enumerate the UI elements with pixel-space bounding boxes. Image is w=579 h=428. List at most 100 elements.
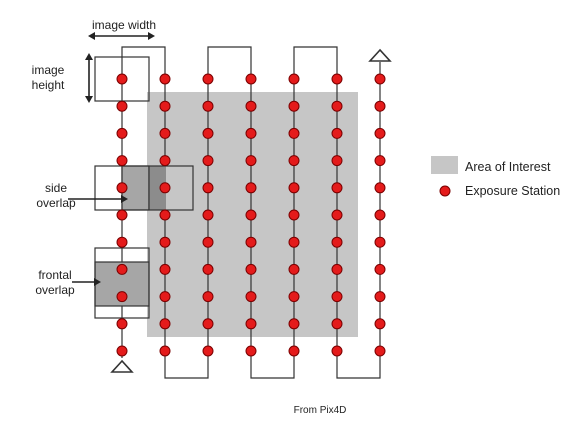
exposure-station [374,100,386,112]
legend-station-label: Exposure Station [465,184,560,198]
exposure-station [288,73,300,85]
exposure-station [116,236,128,248]
legend-station-dot [439,185,451,197]
exposure-station [245,100,257,112]
exposure-station [331,345,343,357]
exposure-station [288,291,300,303]
exposure-station [374,73,386,85]
exposure-station [288,127,300,139]
legend-area-label: Area of Interest [465,160,551,174]
frontal-overlap-frame-bottom [94,261,150,319]
image-height-label-line2: height [32,78,65,92]
exposure-station [331,236,343,248]
exposure-station [116,209,128,221]
exposure-station [116,100,128,112]
exposure-station [374,291,386,303]
exposure-station [288,182,300,194]
exposure-station [374,209,386,221]
start-triangle-icon [110,359,134,373]
exposure-station [159,263,171,275]
exposure-station [288,263,300,275]
exposure-station [202,236,214,248]
exposure-station [159,127,171,139]
frontal-overlap-label-line2: overlap [35,283,75,297]
exposure-station [116,345,128,357]
exposure-station [288,209,300,221]
exposure-stations [116,73,386,357]
side-overlap-pointer-arrow [68,195,128,203]
exposure-station [202,209,214,221]
exposure-station [331,73,343,85]
exposure-station [288,155,300,167]
exposure-station [374,263,386,275]
exposure-station [245,318,257,330]
image-height-arrow [85,53,93,103]
exposure-station [159,182,171,194]
exposure-station [245,155,257,167]
exposure-station [159,73,171,85]
exposure-station [116,291,128,303]
exposure-station [374,236,386,248]
exposure-station [245,182,257,194]
exposure-station [245,291,257,303]
exposure-station [374,318,386,330]
exposure-station [202,291,214,303]
image-height-label-line1: image [32,63,65,77]
exposure-station [202,263,214,275]
exposure-station [202,345,214,357]
exposure-station [159,209,171,221]
exposure-station [288,236,300,248]
exposure-station [202,182,214,194]
side-overlap-label-line2: overlap [36,196,76,210]
exposure-station [245,73,257,85]
exposure-station [116,155,128,167]
exposure-station [331,291,343,303]
exposure-station [159,236,171,248]
exposure-station [202,127,214,139]
exposure-station [374,127,386,139]
exposure-station [202,100,214,112]
exposure-station [159,100,171,112]
exposure-station [374,345,386,357]
side-overlap-label-line1: side [45,181,67,195]
exposure-station [116,263,128,275]
exposure-station [374,182,386,194]
exposure-station [202,73,214,85]
image-width-label: image width [92,18,156,32]
exposure-station [202,318,214,330]
exposure-station [116,318,128,330]
source-caption: From Pix4D [294,405,347,416]
exposure-station [159,155,171,167]
frontal-overlap-pointer-arrow [72,278,101,286]
exposure-station [288,345,300,357]
exposure-station [331,127,343,139]
exposure-station [245,263,257,275]
exposure-station [245,209,257,221]
end-triangle-icon [368,48,392,62]
exposure-station [331,263,343,275]
image-width-arrow [88,32,155,40]
exposure-station [331,209,343,221]
side-overlap-dark [148,166,166,210]
exposure-station [331,155,343,167]
frontal-overlap-label-line1: frontal [38,268,71,282]
exposure-station [159,318,171,330]
exposure-station [374,155,386,167]
exposure-station [245,345,257,357]
exposure-station [159,291,171,303]
exposure-station [331,100,343,112]
exposure-station [288,318,300,330]
exposure-station [116,182,128,194]
exposure-station [288,100,300,112]
exposure-station [202,155,214,167]
exposure-station [159,345,171,357]
exposure-station [116,127,128,139]
exposure-station [331,318,343,330]
exposure-station [245,127,257,139]
legend-area-swatch [431,156,458,174]
exposure-station [116,73,128,85]
exposure-station [245,236,257,248]
exposure-station [331,182,343,194]
legend: Area of Interest Exposure Station [431,156,560,198]
